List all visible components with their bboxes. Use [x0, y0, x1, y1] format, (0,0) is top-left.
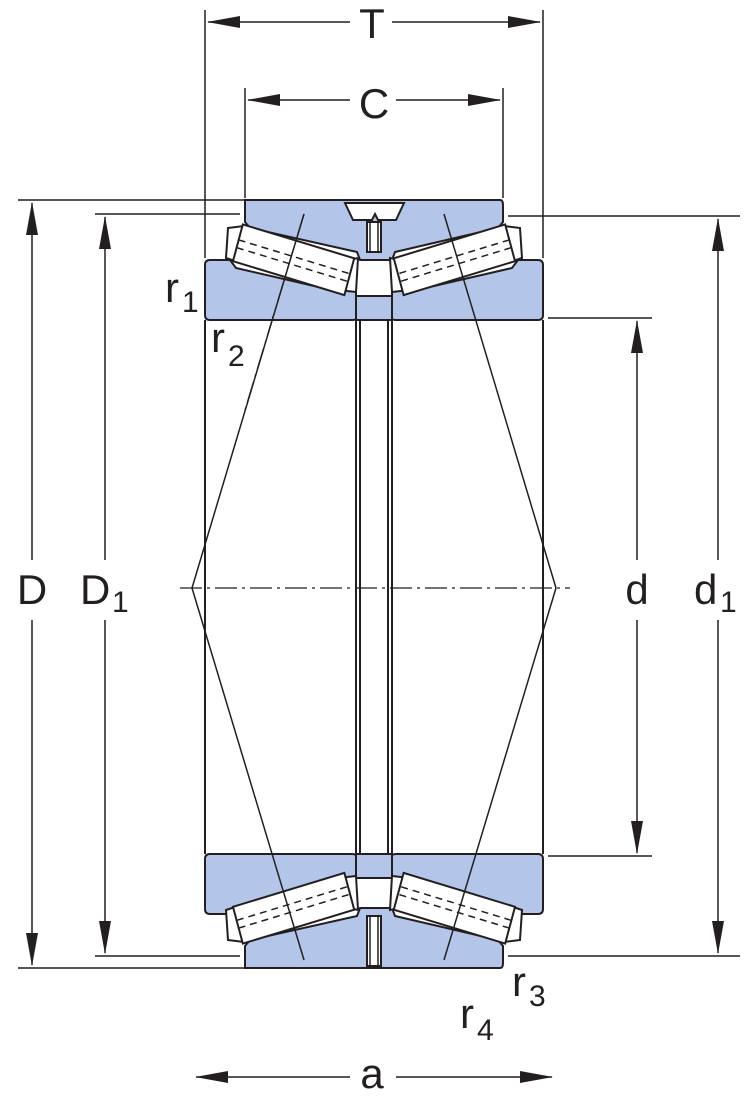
label-D: D	[17, 566, 47, 613]
label-r3-sub: 3	[529, 980, 546, 1013]
label-r2-sub: 2	[228, 340, 245, 373]
label-r1: r	[165, 264, 179, 311]
label-D1: D	[80, 566, 110, 613]
lube-hole-top	[366, 221, 382, 253]
spacer-bottom	[355, 853, 393, 879]
label-r2: r	[211, 314, 225, 361]
label-r4: r	[460, 990, 474, 1037]
label-a: a	[360, 1050, 384, 1097]
label-D1-sub: 1	[112, 586, 129, 619]
label-C: C	[359, 80, 389, 127]
label-T: T	[359, 0, 385, 47]
label-d1-sub: 1	[720, 586, 737, 619]
lube-groove-top	[343, 202, 406, 221]
lube-hole-bottom	[366, 915, 382, 967]
label-r4-sub: 4	[477, 1014, 494, 1047]
label-r3: r	[512, 958, 526, 1005]
label-r1-sub: 1	[182, 286, 199, 319]
label-d: d	[625, 566, 648, 613]
spacer-top	[355, 295, 393, 321]
label-d1: d	[694, 566, 717, 613]
